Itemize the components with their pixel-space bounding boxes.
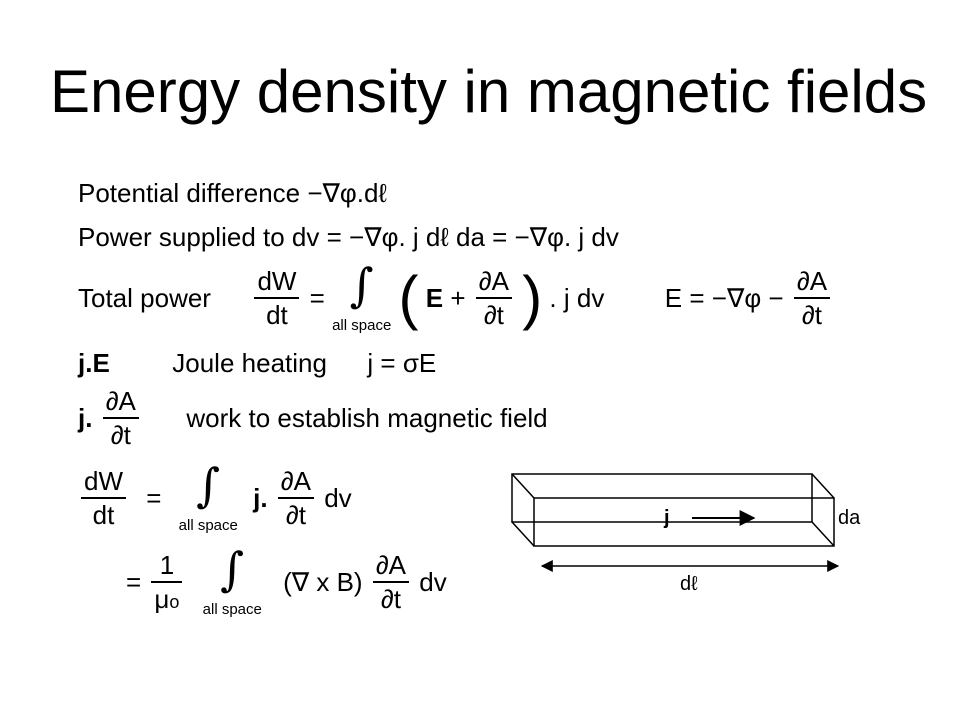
final-equation-line: = 1 μo ∫ all space (∇ x B) ∂A ∂t dv: [126, 546, 447, 618]
da-dt-fraction-3: ∂A ∂t: [372, 552, 410, 612]
power-supplied-expr: = −∇φ. j dℓ da = −∇φ. j dv: [326, 222, 619, 252]
power-supplied-line: Power supplied to dv = −∇φ. j dℓ da = −∇…: [78, 224, 619, 250]
da-dt-fraction-2: ∂A ∂t: [277, 468, 314, 528]
dw-dt-fraction: dW dt: [254, 268, 300, 328]
equals-sign-3: =: [126, 567, 142, 597]
box-outline: [511, 473, 835, 547]
close-paren: ): [522, 264, 543, 331]
work-line: j. ∂A ∂t work to establish magnetic fiel…: [78, 388, 548, 448]
dw-dt-fraction-2: dW dt: [81, 468, 126, 528]
one-over-mu-fraction: 1 μo: [151, 552, 183, 612]
open-paren: (: [398, 264, 419, 331]
j-dot-2: j.: [253, 483, 268, 513]
integral-all-space-3: ∫ all space: [202, 542, 262, 618]
dv-term: dv: [324, 483, 352, 513]
length-label: dℓ: [680, 573, 698, 595]
j-dv-term: . j dv: [549, 283, 605, 313]
integral-all-space-2: ∫ all space: [178, 458, 238, 534]
total-power-line: Total power dW dt = ∫ all space ( E + ∂A…: [78, 262, 833, 334]
e-def-fraction: ∂A ∂t: [793, 268, 831, 328]
current-label: j: [664, 507, 670, 529]
joule-heating-line: j.E Joule heating j = σE: [78, 350, 436, 376]
j-dot-e: j.E: [78, 348, 110, 378]
power-supplied-label: Power supplied to dv: [78, 222, 320, 252]
slide-title: Energy density in magnetic fields: [50, 58, 928, 125]
da-dt-fraction: ∂A ∂t: [475, 268, 512, 328]
joule-heating-label: Joule heating: [172, 348, 327, 378]
dv-term-2: dv: [419, 567, 447, 597]
dw-dt-integral-line: dW dt = ∫ all space j. ∂A ∂t dv: [78, 462, 352, 534]
e-definition: E = −∇φ −: [664, 283, 784, 313]
total-power-label: Total power: [78, 283, 211, 313]
plus-sign: +: [450, 283, 466, 313]
equals-sign-2: =: [146, 483, 162, 513]
ohms-law: j = σE: [367, 348, 437, 378]
work-fraction: ∂A ∂t: [102, 388, 139, 448]
work-label: work to establish magnetic field: [186, 403, 548, 433]
j-dot: j.: [78, 403, 93, 433]
potential-difference-line: Potential difference −∇φ.dℓ: [78, 180, 387, 206]
equals-sign: =: [309, 283, 325, 313]
integral-all-space: ∫ all space: [332, 258, 392, 334]
area-label: da: [838, 507, 861, 529]
potential-expr: −∇φ.dℓ: [307, 178, 387, 208]
curl-b-term: (∇ x B): [283, 567, 363, 597]
e-field-symbol: E: [425, 283, 444, 313]
potential-label: Potential difference: [78, 178, 301, 208]
